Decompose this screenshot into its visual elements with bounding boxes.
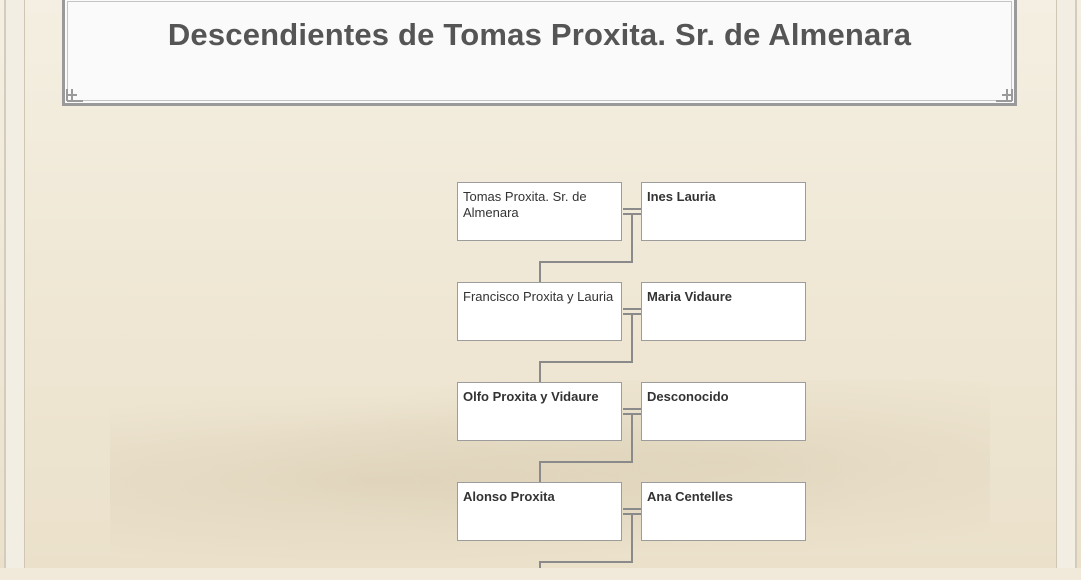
title-panel: Descendientes de Tomas Proxita. Sr. de A… xyxy=(62,0,1017,106)
tree-connectors xyxy=(539,208,641,568)
page-title: Descendientes de Tomas Proxita. Sr. de A… xyxy=(167,17,912,52)
person-box[interactable]: Francisco Proxita y Lauria xyxy=(457,282,622,341)
spouse-box[interactable]: Maria Vidaure xyxy=(641,282,806,341)
left-frame-border xyxy=(4,0,25,568)
descent-link xyxy=(539,414,633,482)
descent-link xyxy=(539,514,633,568)
person-box[interactable]: Alonso Proxita xyxy=(457,482,622,541)
spouse-box[interactable]: Desconocido xyxy=(641,382,806,441)
descent-link xyxy=(539,214,633,282)
right-frame-border xyxy=(1056,0,1077,568)
corner-ornament-right-icon xyxy=(996,89,1013,102)
spouse-box[interactable]: Ana Centelles xyxy=(641,482,806,541)
descent-link xyxy=(539,314,633,382)
spouse-box[interactable]: Ines Lauria xyxy=(641,182,806,241)
corner-ornament-left-icon xyxy=(66,89,83,102)
person-box[interactable]: Olfo Proxita y Vidaure xyxy=(457,382,622,441)
person-box[interactable]: Tomas Proxita. Sr. de Almenara xyxy=(457,182,622,241)
